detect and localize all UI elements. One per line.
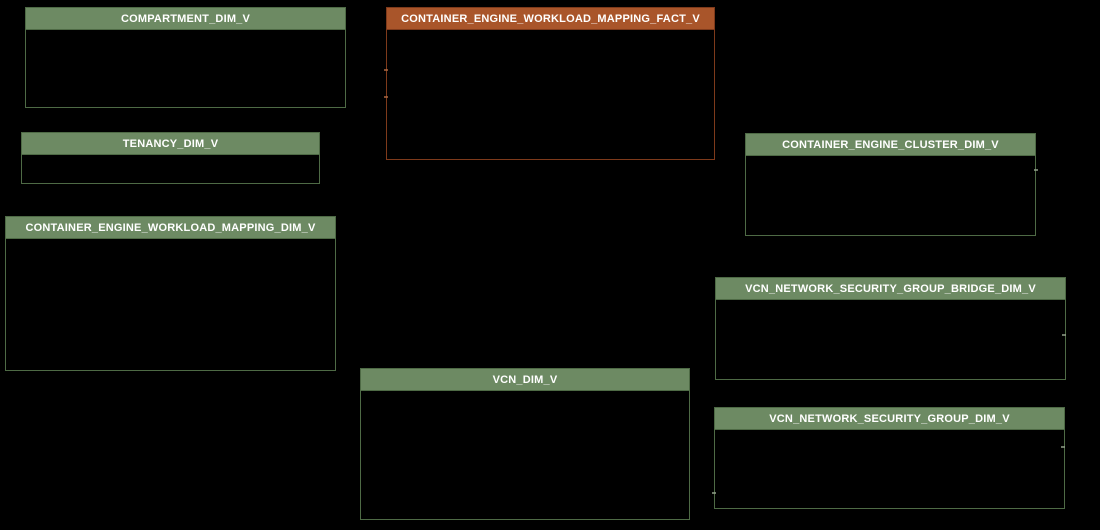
entity-body: [6, 239, 335, 370]
entity-title: CONTAINER_ENGINE_CLUSTER_DIM_V: [745, 133, 1036, 156]
connector-anchor: [384, 96, 388, 98]
entity-title: VCN_NETWORK_SECURITY_GROUP_BRIDGE_DIM_V: [715, 277, 1066, 300]
entity-body: [22, 155, 319, 183]
entity-vcn-dim-v[interactable]: VCN_DIM_V: [360, 368, 690, 520]
entity-body: [715, 430, 1064, 508]
entity-title: COMPARTMENT_DIM_V: [25, 7, 346, 30]
connector-anchor: [1061, 446, 1065, 448]
entity-compartment-dim-v[interactable]: COMPARTMENT_DIM_V: [25, 7, 346, 108]
entity-container-engine-workload-mapping-fact-v[interactable]: CONTAINER_ENGINE_WORKLOAD_MAPPING_FACT_V: [386, 7, 715, 160]
entity-body: [387, 30, 714, 159]
entity-title: VCN_DIM_V: [360, 368, 690, 391]
connector-anchor: [712, 492, 716, 494]
entity-title: CONTAINER_ENGINE_WORKLOAD_MAPPING_DIM_V: [5, 216, 336, 239]
connector-anchor: [1034, 169, 1038, 171]
entity-body: [26, 30, 345, 107]
entity-title: VCN_NETWORK_SECURITY_GROUP_DIM_V: [714, 407, 1065, 430]
entity-title: CONTAINER_ENGINE_WORKLOAD_MAPPING_FACT_V: [386, 7, 715, 30]
entity-body: [746, 156, 1035, 235]
entity-body: [716, 300, 1065, 379]
connector-anchor: [1062, 334, 1066, 336]
entity-container-engine-cluster-dim-v[interactable]: CONTAINER_ENGINE_CLUSTER_DIM_V: [745, 133, 1036, 236]
entity-tenancy-dim-v[interactable]: TENANCY_DIM_V: [21, 132, 320, 184]
entity-body: [361, 391, 689, 519]
entity-vcn-network-security-group-bridge-dim-v[interactable]: VCN_NETWORK_SECURITY_GROUP_BRIDGE_DIM_V: [715, 277, 1066, 380]
connector-anchor: [384, 69, 388, 71]
entity-container-engine-workload-mapping-dim-v[interactable]: CONTAINER_ENGINE_WORKLOAD_MAPPING_DIM_V: [5, 216, 336, 371]
entity-vcn-network-security-group-dim-v[interactable]: VCN_NETWORK_SECURITY_GROUP_DIM_V: [714, 407, 1065, 509]
entity-title: TENANCY_DIM_V: [21, 132, 320, 155]
